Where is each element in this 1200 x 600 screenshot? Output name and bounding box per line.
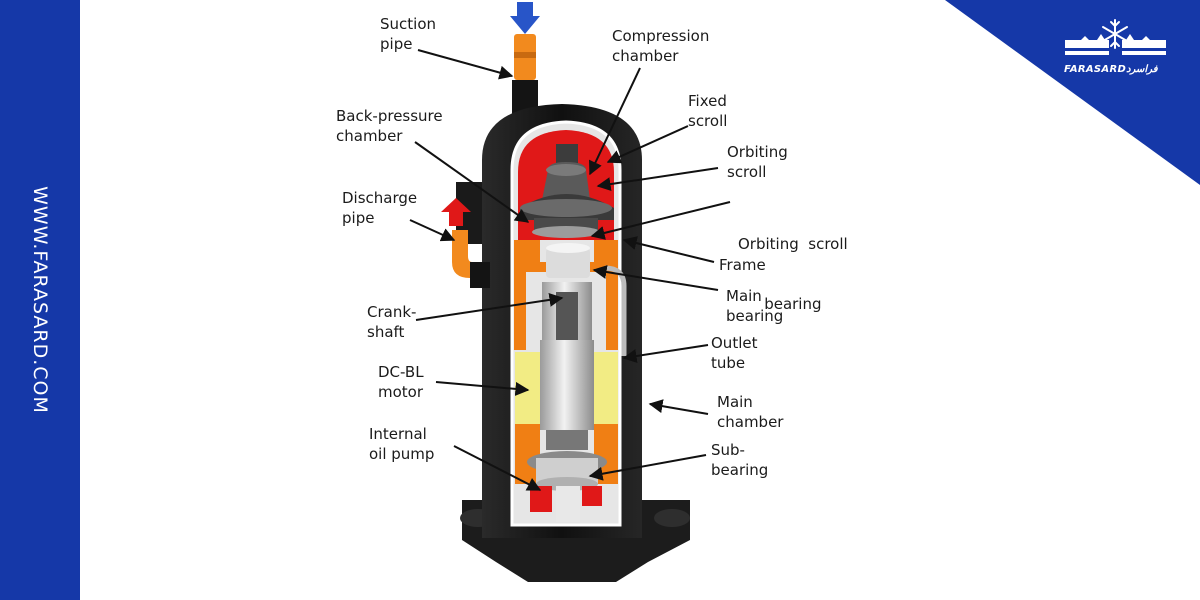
label-internal-oil-pump: Internal oil pump xyxy=(369,424,434,464)
label-suction-pipe: Suction pipe xyxy=(380,14,436,54)
label-frame: Frame xyxy=(719,255,766,275)
label-dc-bl-motor: DC-BL motor xyxy=(378,362,424,402)
arrow-suction-pipe xyxy=(417,49,514,80)
label-line: Internal xyxy=(369,425,427,443)
arrow-orbiting-scroll xyxy=(596,167,719,192)
label-line: pipe xyxy=(342,209,375,227)
label-line: Suction xyxy=(380,15,437,33)
arrow-orbiting-scroll-bearing xyxy=(590,201,731,240)
label-line: Back-pressure xyxy=(336,107,443,125)
label-fixed-scroll: Fixed scroll xyxy=(688,91,727,131)
label-line: Crank- xyxy=(367,303,417,321)
arrow-sub-bearing xyxy=(588,454,707,481)
label-line: Outlet xyxy=(711,334,758,352)
label-line: chamber xyxy=(612,47,679,65)
label-line: bearing xyxy=(711,461,769,479)
label-line: tube xyxy=(711,354,746,372)
label-line: Orbiting scroll xyxy=(738,235,848,253)
arrow-main-chamber xyxy=(648,399,709,415)
label-orbiting-scroll-bearing: Orbiting scroll bearing xyxy=(738,194,848,334)
label-line: bearing xyxy=(726,307,784,325)
discharge-pipe xyxy=(441,182,490,288)
label-line: Orbiting xyxy=(727,143,788,161)
label-line: Discharge xyxy=(342,189,418,207)
label-crankshaft: Crank- shaft xyxy=(367,302,416,342)
label-line: Compression xyxy=(612,27,710,45)
arrow-main-bearing xyxy=(592,265,719,291)
label-main-chamber: Main chamber xyxy=(717,392,783,432)
label-main-bearing: Main bearing xyxy=(726,286,783,326)
label-line: motor xyxy=(378,383,424,401)
label-outlet-tube: Outlet tube xyxy=(711,333,757,373)
arrow-frame xyxy=(622,236,715,263)
arrow-back-pressure-chamber xyxy=(414,141,530,223)
cutaway-section xyxy=(510,120,627,527)
label-line: shaft xyxy=(367,323,405,341)
logo-text-latin: FARASARD xyxy=(1064,64,1127,75)
label-line: Frame xyxy=(719,256,766,274)
arrow-discharge-pipe xyxy=(409,219,456,242)
logo-wordmark: FARASARDفراسرد xyxy=(1064,64,1158,75)
arrow-internal-oil-pump xyxy=(453,445,542,491)
left-brand-bar: WWW.FARASARD.COM xyxy=(0,0,80,600)
label-back-pressure-chamber: Back-pressure chamber xyxy=(336,106,443,146)
suction-pipe xyxy=(510,2,540,120)
label-line: pipe xyxy=(380,35,413,53)
logo-text-persian: فراسرد xyxy=(1126,64,1158,75)
label-discharge-pipe: Discharge pipe xyxy=(342,188,417,228)
label-line: chamber xyxy=(717,413,784,431)
label-line: Main xyxy=(717,393,753,411)
label-line: bearing xyxy=(764,295,822,313)
arrow-crankshaft xyxy=(415,292,564,321)
snowflake-logo-icon xyxy=(1065,19,1166,55)
label-line: scroll xyxy=(727,163,767,181)
callout-arrows xyxy=(409,49,731,491)
label-line: chamber xyxy=(336,127,403,145)
arrow-fixed-scroll xyxy=(606,125,689,164)
label-orbiting-scroll: Orbiting scroll xyxy=(727,142,788,182)
arrow-compression-chamber xyxy=(589,67,641,176)
label-compression-chamber: Compression chamber xyxy=(612,26,709,66)
label-sub-bearing: Sub- bearing xyxy=(711,440,768,480)
arrow-outlet-tube xyxy=(622,344,709,363)
label-line: DC-BL xyxy=(378,363,424,381)
arrow-dc-bl-motor xyxy=(435,381,530,396)
label-line: oil pump xyxy=(369,445,435,463)
label-line: scroll xyxy=(688,112,728,130)
label-line: Fixed xyxy=(688,92,727,110)
label-line: Main xyxy=(726,287,762,305)
label-line: Sub- xyxy=(711,441,745,459)
